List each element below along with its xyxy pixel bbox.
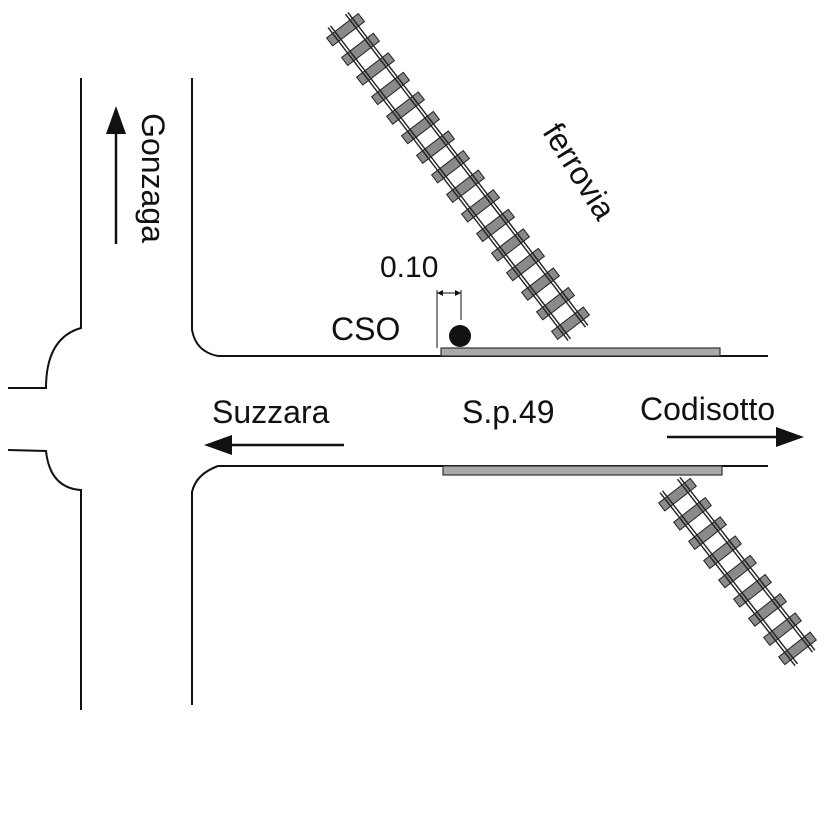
- arrow-east-icon: [667, 427, 804, 447]
- rail-tie: [400, 110, 441, 145]
- arrow-west-icon: [204, 435, 344, 455]
- rail-tie: [325, 12, 366, 47]
- rail-tie: [777, 631, 817, 666]
- platform-north: [440, 347, 721, 357]
- road-edge-west: [8, 78, 82, 389]
- rail-tie: [415, 130, 456, 164]
- rail-line: [344, 13, 587, 328]
- rail-line: [659, 492, 796, 667]
- road-edge-east-upper: [191, 78, 219, 357]
- rail-tie: [763, 612, 802, 647]
- rail-tie: [355, 52, 396, 86]
- rail-line: [347, 11, 589, 326]
- rail-tie: [475, 208, 516, 243]
- label-gonzaga: Gonzaga: [135, 113, 171, 243]
- rail-tie: [535, 286, 576, 321]
- label-cso: CSO: [331, 311, 400, 347]
- rail-tie: [490, 228, 531, 262]
- rail-tie: [445, 169, 486, 204]
- north-south-road: [7, 78, 219, 710]
- rail-tie: [370, 71, 411, 106]
- rail-tie: [688, 516, 727, 551]
- rail-tie: [385, 91, 426, 125]
- rail-tie: [430, 149, 471, 184]
- rail-tie: [658, 477, 698, 512]
- label-main-road: S.p.49: [462, 394, 555, 430]
- railway-lower: [658, 476, 817, 667]
- rail-tie: [748, 592, 787, 627]
- offset-dimension-marker: [436, 290, 462, 348]
- rail-tie: [673, 496, 712, 531]
- arrow-north-icon: [106, 106, 126, 244]
- rail-tie: [733, 573, 772, 608]
- rail-tie: [505, 247, 546, 282]
- label-offset: 0.10: [380, 251, 438, 284]
- rail-line: [676, 478, 814, 653]
- rail-tie: [460, 189, 501, 223]
- label-suzzara: Suzzara: [212, 394, 330, 430]
- rail-line: [679, 476, 816, 651]
- rail-tie: [703, 535, 742, 570]
- platform-south: [442, 465, 723, 476]
- rail-tie: [550, 306, 591, 341]
- label-codisotto: Codisotto: [640, 391, 775, 427]
- road-edge-east-lower: [191, 465, 219, 705]
- road-edge-west-lower: [7, 449, 82, 710]
- rail-tie: [520, 267, 561, 301]
- rail-tie: [340, 32, 381, 67]
- station-marker-icon: [449, 325, 471, 347]
- railway-upper: [325, 11, 591, 342]
- rail-line: [661, 490, 799, 665]
- rail-line: [329, 25, 572, 340]
- rail-line: [327, 27, 569, 342]
- label-ferrovia: ferrovia: [536, 116, 623, 226]
- rail-tie: [717, 554, 758, 589]
